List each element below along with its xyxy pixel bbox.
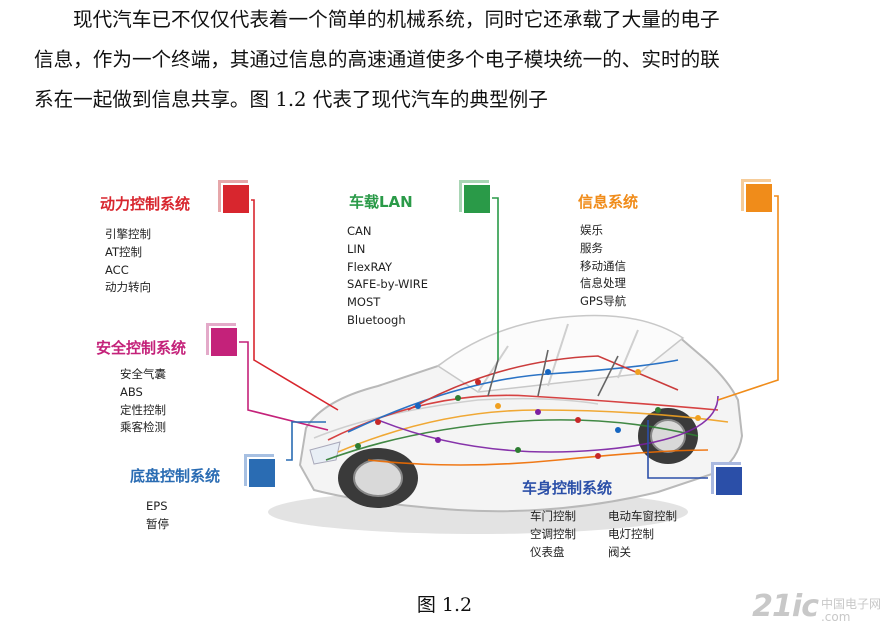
list-item: Bluetoogh [347, 312, 406, 327]
list-item: 移动通信 [580, 258, 626, 273]
safety-control-list: 安全气囊 ABS 定性控制 乘客检测 [120, 366, 166, 437]
body-control-list-2: 电动车窗控制 电灯控制 阀关 [608, 508, 677, 561]
info-system-list: 娱乐 服务 移动通信 信息处理 GPS导航 [580, 222, 626, 311]
list-item: 定性控制 [120, 402, 166, 417]
watermark-subtext: 中国电子网 .com [821, 598, 881, 624]
power-control-list: 引擎控制 AT控制 ACC 动力转向 [105, 226, 151, 297]
list-item: AT控制 [105, 244, 142, 259]
lan-title: 车载LAN [349, 193, 413, 211]
list-item: 安全气囊 [120, 367, 166, 381]
list-item: 服务 [580, 240, 603, 255]
list-item: 暂停 [146, 516, 169, 531]
chassis-color-block [247, 457, 277, 489]
list-item: CAN [347, 224, 372, 238]
body-control-list-1: 车门控制 空调控制 仪表盘 [530, 508, 576, 561]
list-item: 乘客检测 [120, 420, 166, 435]
power-color-block [221, 183, 251, 215]
figure-caption: 图 1.2 [416, 594, 473, 616]
list-item: 电灯控制 [608, 526, 654, 541]
body-color-block [714, 465, 744, 497]
list-item: EPS [146, 499, 168, 513]
list-item: 引擎控制 [105, 227, 151, 241]
paragraph-line: 信息，作为一个终端，其通过信息的高速通道使多个电子模块统一的、实时的联 [34, 48, 720, 71]
car-illustration [78, 160, 810, 578]
list-item: 信息处理 [580, 276, 626, 291]
list-item: ACC [105, 262, 129, 277]
watermark-text: 21ic [752, 589, 819, 624]
paragraph-line: 系在一起做到信息共享。图 1.2 代表了现代汽车的典型例子 [34, 88, 548, 111]
lan-color-block [462, 183, 492, 215]
info-color-block [744, 182, 774, 214]
safety-color-block [209, 326, 239, 358]
list-item: MOST [347, 295, 381, 310]
power-control-title: 动力控制系统 [100, 195, 191, 213]
info-system-title: 信息系统 [578, 193, 639, 211]
paragraph-line: 现代汽车已不仅仅代表着一个简单的机械系统，同时它还承载了大量的电子 [73, 8, 720, 31]
watermark-subtext-line: 中国电子网 [820, 597, 881, 611]
list-item: 动力转向 [105, 280, 151, 295]
chassis-control-title: 底盘控制系统 [130, 467, 221, 485]
car-network-figure: 动力控制系统 引擎控制 AT控制 ACC 动力转向 安全控制系统 安全气囊 AB… [78, 160, 810, 578]
list-item: 娱乐 [580, 223, 603, 237]
body-control-title: 车身控制系统 [522, 479, 613, 497]
body-paragraph: 现代汽车已不仅仅代表着一个简单的机械系统，同时它还承载了大量的电子 信息，作为一… [34, 0, 860, 120]
safety-control-title: 安全控制系统 [96, 339, 187, 357]
list-item: ABS [120, 384, 143, 399]
list-item: 车门控制 [530, 509, 576, 523]
list-item: 仪表盘 [530, 544, 565, 559]
lan-list: CAN LIN FlexRAY SAFE-by-WIRE MOST Blueto… [347, 223, 428, 330]
list-item: 空调控制 [530, 526, 576, 541]
watermark-subtext-line: .com [820, 610, 851, 624]
list-item: 阀关 [608, 544, 631, 559]
list-item: SAFE-by-WIRE [347, 277, 429, 292]
watermark-logo: 21ic 中国电子网 .com [752, 589, 881, 624]
list-item: LIN [347, 241, 366, 256]
chassis-control-list: EPS 暂停 [146, 498, 169, 534]
list-item: FlexRAY [347, 259, 393, 274]
list-item: 电动车窗控制 [608, 509, 677, 523]
list-item: GPS导航 [580, 294, 627, 309]
